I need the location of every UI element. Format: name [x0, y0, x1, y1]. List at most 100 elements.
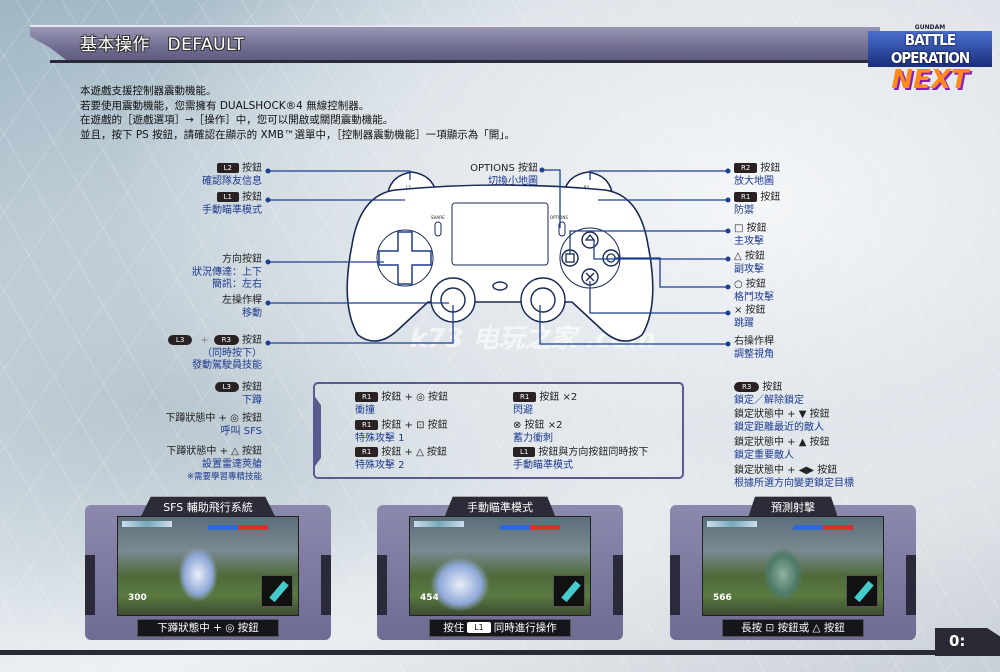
- game-screenshot: 566: [702, 516, 884, 616]
- minimap: [553, 575, 585, 607]
- label-desc: 格鬥攻擊: [734, 291, 774, 303]
- panel-predictive-shot: 預測射擊 566 長按 ⊡ 按鈕或 △ 按鈕: [670, 496, 916, 640]
- label-square: □ 按鈕主攻擊: [734, 223, 767, 248]
- label-btn: 鎖定狀態中 + ▲ 按鈕: [734, 437, 830, 448]
- label-triangle: △ 按鈕副攻擊: [734, 251, 765, 276]
- label-desc: 手動瞄準模式: [202, 204, 262, 216]
- minimap: [261, 575, 293, 607]
- label-desc: 根據所選方向變更鎖定目標: [734, 477, 854, 489]
- panel-sfs: SFS 輔助飛行系統 300 下蹲狀態中 + ◎ 按鈕: [85, 496, 331, 640]
- label-btn: 右操作桿: [734, 336, 774, 347]
- logo-line2: NEXT: [891, 65, 969, 95]
- label-btn: 鎖定狀態中 + ◀▶ 按鈕: [734, 465, 838, 476]
- page-number: 0:: [935, 628, 1000, 656]
- label-crouch-triangle: 下蹲狀態中 + △ 按鈕設置雷達莢艙※需要學習專精技能: [166, 446, 262, 484]
- label-desc: 放大地圖: [734, 175, 774, 187]
- label-btn: 按鈕: [760, 192, 781, 203]
- label-btn: 按鈕: [760, 163, 781, 174]
- label-btn: 按鈕 + ⊡ 按鈕: [381, 420, 448, 431]
- label-desc: 確認隊友信息: [202, 175, 262, 187]
- hud-value: 566: [713, 593, 732, 603]
- header-divider: [50, 60, 880, 63]
- ctrl-share-label: SHARE: [431, 215, 445, 220]
- panel-title: SFS 輔助飛行系統: [140, 496, 276, 518]
- game-screenshot: 300: [117, 516, 299, 616]
- label-desc: 鎖定重要敵人: [734, 449, 794, 461]
- label-desc: 鎖定／解除鎖定: [734, 394, 804, 406]
- intro-line: 本遊戲支援控制器震動機能。: [80, 85, 217, 97]
- minimap: [846, 575, 878, 607]
- r1-badge: R1: [355, 420, 379, 430]
- dpad: [378, 231, 432, 285]
- label-desc: 鎖定距離最近的敵人: [734, 421, 824, 433]
- page-title: 基本操作 DEFAULT: [80, 35, 245, 55]
- label-crouch-circle: 下蹲狀態中 + ◎ 按鈕呼叫 SFS: [165, 413, 262, 438]
- label-btn: 下蹲狀態中 + △ 按鈕: [166, 446, 262, 457]
- label-desc: 蓄力衝刺: [513, 432, 553, 444]
- label-btn: 按鈕: [242, 382, 262, 393]
- game-screenshot: 454: [409, 516, 591, 616]
- panel-caption: 下蹲狀態中 + ◎ 按鈕: [137, 619, 279, 637]
- l1-badge: L1: [216, 192, 239, 202]
- share-button: [434, 221, 442, 237]
- label-desc: 設置雷達莢艙: [202, 458, 262, 470]
- label-options: OPTIONS 按鈕切換小地圖: [470, 163, 538, 188]
- label-desc: 防禦: [734, 204, 754, 216]
- game-logo: GUNDAM BATTLE OPERATION NEXT: [868, 24, 992, 93]
- label-btn: △ 按鈕: [734, 251, 765, 262]
- label-left-stick: 左操作桿移動: [222, 295, 262, 320]
- r1-badge: R1: [734, 192, 758, 202]
- l1-badge: L1: [513, 447, 536, 457]
- label-lock-lr: 鎖定狀態中 + ◀▶ 按鈕根據所選方向變更鎖定目標: [734, 465, 854, 490]
- panel-title: 手動瞄準模式: [444, 496, 556, 518]
- label-btn: □ 按鈕: [734, 223, 767, 234]
- intro-text: 本遊戲支援控制器震動機能。 若要使用震動機能，您需擁有 DUALSHOCK®4 …: [80, 84, 515, 142]
- label-lock-up: 鎖定狀態中 + ▲ 按鈕鎖定重要敵人: [734, 437, 830, 462]
- hud-value: 300: [128, 593, 147, 603]
- intro-line: 並且，按下 PS 按鈕，請確認在顯示的 XMB™選單中，［控制器震動機能］一項顯…: [80, 128, 515, 141]
- label-btn: 左操作桿: [222, 295, 262, 306]
- intro-line: 在遊戲的［遊戲選項］→［操作］中，您可以開啟或關閉震動機能。: [80, 114, 394, 126]
- ps-button: [492, 281, 508, 291]
- label-lock-down: 鎖定狀態中 + ▼ 按鈕鎖定距離最近的敵人: [734, 409, 830, 434]
- label-desc: 狀況傳達：上下: [192, 266, 262, 278]
- label-btn: 按鈕 ×2: [539, 392, 578, 403]
- label-cross: × 按鈕跳躍: [734, 305, 766, 330]
- label-desc: 衝撞: [355, 404, 375, 416]
- label-btn: 鎖定狀態中 + ▼ 按鈕: [734, 409, 830, 420]
- r3-badge: R3: [734, 382, 760, 392]
- label-btn: ⊗ 按鈕 ×2: [513, 420, 563, 431]
- label-desc: 發動駕駛員技能: [192, 360, 262, 371]
- panel-title: 預測射擊: [748, 496, 838, 518]
- label-btn: OPTIONS 按鈕: [470, 163, 538, 174]
- label-dpad: 方向按鈕狀況傳達：上下簡訊：左右: [192, 254, 262, 292]
- footer-bar: [0, 650, 935, 655]
- label-desc: 副攻擊: [734, 263, 764, 275]
- label-desc: 移動: [242, 307, 262, 319]
- header-band: [30, 25, 880, 63]
- ctrl-l2-label: L2: [406, 185, 411, 190]
- label-btn: 按鈕 + ◎ 按鈕: [381, 392, 448, 403]
- caption-text: 同時進行操作: [493, 622, 557, 634]
- r1-badge: R1: [513, 392, 537, 402]
- label-desc: 特殊攻擊 1: [355, 432, 405, 444]
- label-btn: ○ 按鈕: [734, 279, 766, 290]
- label-desc: 特殊攻擊 2: [355, 459, 405, 471]
- controller-body: [346, 184, 654, 342]
- ctrl-options-label: OPTIONS: [550, 215, 568, 220]
- label-desc: 主攻擊: [734, 235, 764, 247]
- options-button: [558, 221, 566, 237]
- label-btn: 方向按鈕: [222, 254, 262, 265]
